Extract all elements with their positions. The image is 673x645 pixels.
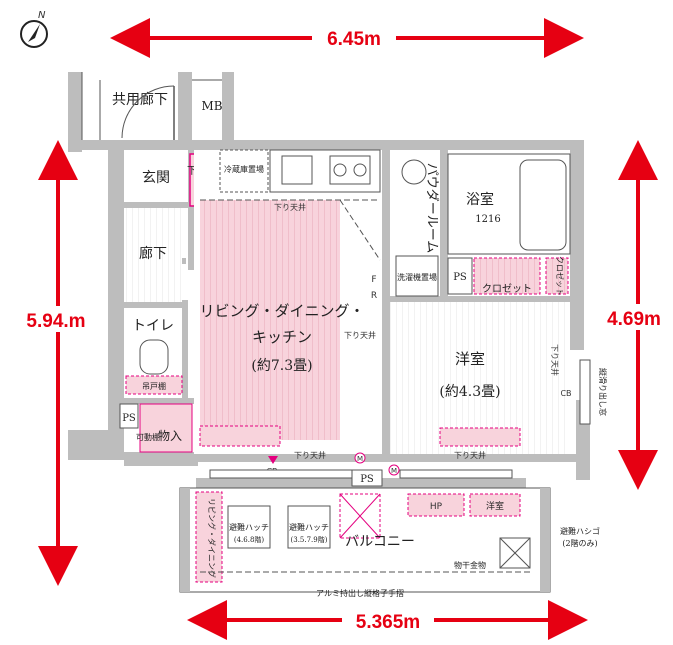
hatch1-label: 避難ハッチ	[229, 522, 269, 532]
hall: 廊下	[124, 208, 182, 302]
stove	[329, 155, 371, 185]
mark-f: F	[371, 275, 376, 285]
cb-label-2: CB	[560, 389, 571, 398]
sag-ceiling-4: 下り天井	[550, 344, 560, 376]
hatch2-floors: (3.5.7.9階)	[291, 535, 328, 544]
compass-circle	[20, 20, 48, 48]
ps-mid: PS	[447, 257, 473, 295]
mark-m1: M	[357, 455, 363, 463]
bath-label: 浴室	[466, 191, 494, 208]
western-window	[399, 469, 513, 479]
ldk-label-line1: リビング・ダイニング・	[199, 302, 364, 320]
sag-ceiling-5: 下り天井	[454, 450, 486, 460]
washer-space	[395, 255, 439, 297]
indicator-triangle-icon	[268, 456, 278, 464]
heat-pump	[407, 493, 465, 517]
escape-hatch-1	[227, 505, 271, 549]
bottom-width-label: 5.365m	[356, 612, 420, 633]
right-height-label: 4.69m	[607, 309, 661, 330]
toilet-shelf	[125, 375, 183, 395]
entrance-label: 玄関	[142, 169, 170, 186]
compass: N	[20, 10, 48, 48]
ps-left-label: PS	[122, 413, 136, 424]
hall-label: 廊下	[139, 245, 167, 262]
ps-bottom-label: PS	[360, 474, 374, 485]
north-arrow-icon	[28, 24, 40, 42]
storage-sub-label: 可動棚	[136, 432, 160, 442]
fridge-space	[219, 149, 269, 193]
balcony: リビング・ダイニング 避難ハッチ (4.6.8階) 避難ハッチ (3.5.7.9…	[179, 487, 600, 598]
mark-m2: M	[391, 467, 397, 475]
powder-room-label: パウダールーム	[424, 163, 439, 254]
dimension-bottom: 5.365m	[187, 600, 588, 640]
shared-corridor-label: 共用廊下	[112, 91, 168, 108]
fridge-space-label: 冷蔵庫置場	[224, 164, 264, 174]
closet-vertical: クロゼット	[545, 256, 569, 296]
north-label: N	[38, 10, 46, 21]
ladder-label: 避難ハシゴ	[560, 526, 600, 536]
ldk-size-label: (約7.3畳)	[251, 358, 312, 374]
mark-r: R	[371, 291, 377, 301]
ldk-floor	[200, 200, 340, 440]
sliding-window-label: 縦滑り出し窓	[598, 368, 608, 416]
powder-room: パウダールーム 洗濯機置場	[390, 150, 440, 297]
storage: 物入 可動棚	[136, 403, 193, 453]
railing-label: アルミ持出し縦格子手摺	[316, 588, 404, 598]
washer-label: 洗濯機置場	[397, 272, 437, 282]
ps-bottom: PS	[351, 469, 383, 487]
bath-room: 浴室 1216	[447, 153, 571, 255]
ldk-room: 冷蔵庫置場 下り天井 リビング・ダイニング・ キッチン (約7.3畳) 下り天井…	[194, 149, 382, 479]
hatch2-label: 避難ハッチ	[289, 522, 329, 532]
hatch1-floors: (4.6.8階)	[234, 535, 265, 544]
sag-ceiling-2: 下り天井	[344, 330, 376, 340]
ldk-label-line2: キッチン	[252, 328, 312, 346]
dimension-left: 5.94.m	[8, 140, 104, 586]
bathtub	[519, 159, 567, 251]
ps-left: PS	[119, 403, 139, 429]
closet-h-label: クロゼット	[482, 283, 532, 295]
balcony-label: バルコニー	[345, 534, 415, 550]
storage-label: 物入	[158, 429, 182, 443]
balcony-ldk-zone	[195, 491, 223, 583]
closet-v-label: クロゼット	[555, 256, 565, 296]
washbasin	[401, 159, 427, 185]
western-room: 洋室 (約4.3畳) 下り天井 CB 下り天井 M 縦滑り出し窓	[388, 302, 608, 479]
toilet-shelf-label: 吊戸棚	[142, 381, 166, 391]
toilet-room: トイレ 吊戸棚	[124, 308, 183, 398]
drying-hardware-label: 物干金物	[454, 560, 486, 570]
top-width-label: 6.45m	[327, 29, 381, 50]
shared-corridor-area: 共用廊下 MB	[68, 72, 234, 152]
bath-size-label: 1216	[475, 214, 500, 225]
ps-mid-label: PS	[453, 272, 467, 283]
closet-horizontal: クロゼット	[473, 257, 541, 295]
sag-ceiling-3: 下り天井	[294, 450, 326, 460]
balcony-western-zone	[469, 493, 521, 517]
balcony-ldk-label: リビング・ダイニング	[207, 498, 217, 578]
western-size-label: (約4.3畳)	[439, 384, 500, 400]
dimension-top: 6.45m	[110, 18, 584, 58]
left-height-label: 5.94.m	[26, 311, 85, 332]
sink	[281, 155, 313, 185]
western-room-label: 洋室	[455, 350, 485, 368]
ladder-floors: (2階のみ)	[562, 538, 597, 548]
sliding-window	[579, 359, 591, 425]
dimension-right: 4.69m	[596, 140, 672, 490]
escape-hatch-2	[287, 505, 331, 549]
balcony-western-label: 洋室	[486, 500, 504, 512]
sag-ceiling-1: 下り天井	[274, 202, 306, 212]
toilet-label: トイレ	[132, 318, 174, 334]
hp-label: HP	[430, 502, 443, 512]
mb-label: MB	[201, 99, 222, 113]
front-door-swing	[121, 85, 175, 139]
toilet-fixture	[139, 339, 169, 375]
